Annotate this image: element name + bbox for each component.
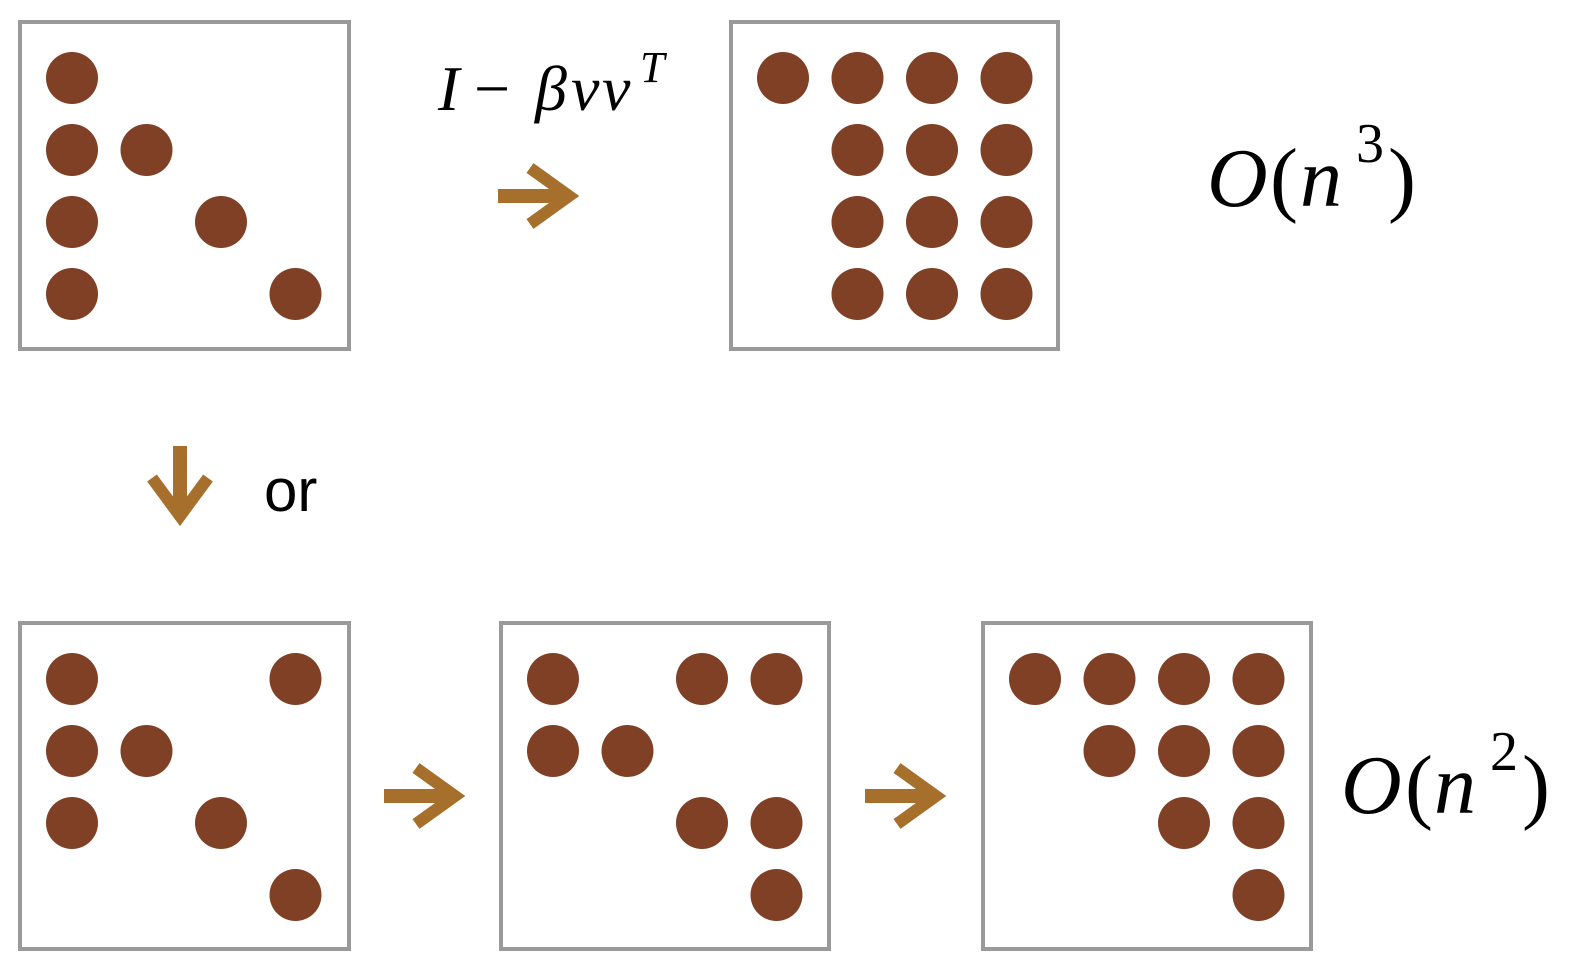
matrix-entry-dot: [906, 196, 958, 248]
matrix-entry-dot: [750, 797, 803, 849]
exponent: 2: [1490, 721, 1518, 783]
big-o-symbol: O: [1341, 739, 1402, 832]
matrix-entry-dot: [269, 653, 322, 705]
matrix-entry-dot: [906, 52, 958, 104]
matrix-entry-dot: [527, 653, 579, 705]
matrix-entry-dot: [269, 268, 322, 320]
matrix-entry-dot: [831, 196, 884, 248]
matrix-frame: [499, 621, 831, 951]
matrix-input: [18, 20, 351, 351]
transpose-superscript: T: [640, 43, 668, 92]
matrix-entry-dot: [906, 124, 958, 176]
matrix-entry-dot: [46, 653, 98, 705]
matrix-entry-dot: [1232, 725, 1285, 777]
matrix-step2: [499, 621, 831, 951]
transform-label: I − β v v T: [437, 43, 668, 124]
minus-symbol: −: [474, 53, 510, 124]
matrix-entry-dot: [195, 797, 247, 849]
vector-v-symbol: v: [571, 53, 600, 124]
matrix-frame: [981, 621, 1313, 951]
matrix-entry-dot: [831, 268, 884, 320]
matrix-entry-dot: [1158, 653, 1210, 705]
arrow-right-icon: [498, 163, 580, 229]
matrix-full-result: [729, 20, 1060, 351]
matrix-entry-dot: [269, 869, 322, 921]
big-o-symbol: O: [1207, 132, 1268, 225]
arrow-right-icon: [865, 763, 947, 829]
matrix-entry-dot: [1158, 797, 1210, 849]
matrix-entry-dot: [906, 268, 958, 320]
matrix-step1: [18, 621, 351, 951]
branch-label: or: [264, 457, 317, 524]
matrix-entry-dot: [980, 196, 1033, 248]
matrix-entry-dot: [601, 725, 654, 777]
beta-symbol: β: [533, 53, 567, 124]
matrix-entry-dot: [120, 725, 173, 777]
matrix-frame: [18, 20, 351, 351]
matrix-step3: [981, 621, 1313, 951]
matrix-entry-dot: [46, 52, 98, 104]
matrix-entry-dot: [1232, 653, 1285, 705]
arrow-right-icon: [384, 763, 466, 829]
matrix-entry-dot: [676, 653, 728, 705]
matrix-entry-dot: [46, 196, 98, 248]
exponent: 3: [1356, 113, 1384, 175]
open-paren: (: [1405, 739, 1433, 832]
matrix-entry-dot: [757, 52, 809, 104]
matrix-entry-dot: [676, 797, 728, 849]
complexity-label-full: O ( n 3 ): [1207, 113, 1416, 225]
matrix-entry-dot: [46, 725, 98, 777]
variable-n: n: [1434, 739, 1476, 832]
matrix-entry-dot: [527, 725, 579, 777]
open-paren: (: [1270, 132, 1298, 225]
matrix-entry-dot: [980, 268, 1033, 320]
matrix-entry-dot: [1083, 653, 1136, 705]
matrix-entry-dot: [831, 124, 884, 176]
matrix-entry-dot: [1232, 797, 1285, 849]
matrix-entry-dot: [120, 124, 173, 176]
matrix-entry-dot: [46, 124, 98, 176]
vector-v-symbol: v: [602, 53, 631, 124]
matrix-entry-dot: [831, 52, 884, 104]
close-paren: ): [1522, 739, 1550, 832]
variable-n: n: [1300, 132, 1342, 225]
matrix-entry-dot: [1009, 653, 1061, 705]
matrix-entry-dot: [750, 653, 803, 705]
close-paren: ): [1388, 132, 1416, 225]
matrix-entry-dot: [1158, 725, 1210, 777]
matrix-entry-dot: [1232, 869, 1285, 921]
matrix-entry-dot: [1083, 725, 1136, 777]
matrix-entry-dot: [195, 196, 247, 248]
arrow-down-icon: [147, 446, 213, 527]
complexity-label-sparse: O ( n 2 ): [1341, 721, 1550, 832]
matrix-entry-dot: [750, 869, 803, 921]
identity-symbol: I: [437, 53, 462, 124]
matrix-entry-dot: [46, 797, 98, 849]
matrix-entry-dot: [980, 52, 1033, 104]
matrix-frame: [729, 20, 1060, 351]
matrix-entry-dot: [46, 268, 98, 320]
matrix-frame: [18, 621, 351, 951]
matrix-entry-dot: [980, 124, 1033, 176]
